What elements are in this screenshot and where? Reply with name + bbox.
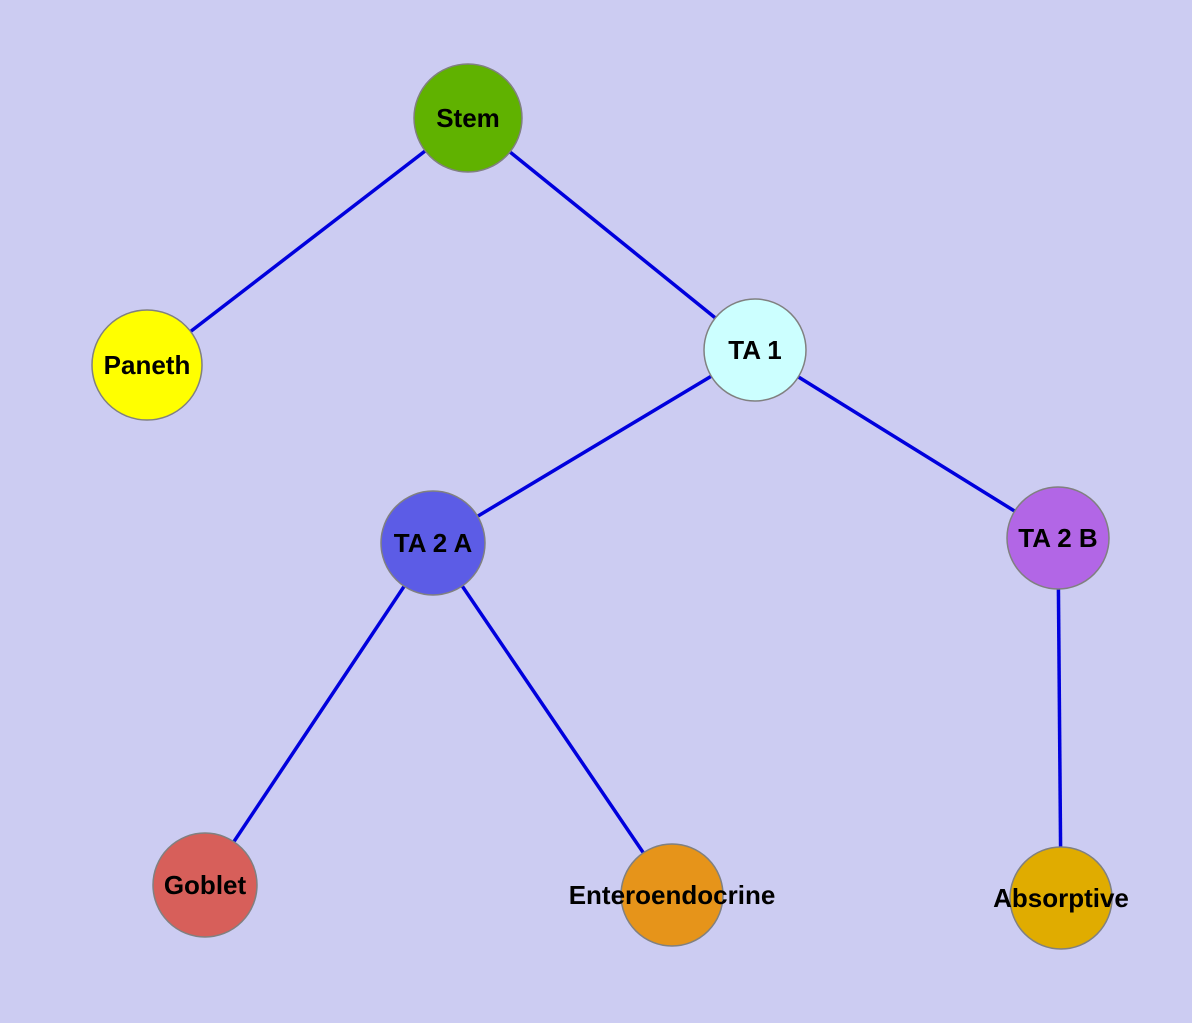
stem-label: Stem [436, 103, 500, 133]
goblet-circle [152, 832, 258, 938]
node-ta1: TA 1 [703, 298, 807, 402]
stem-circle [413, 63, 523, 173]
node-ta2b: TA 2 B [1006, 486, 1110, 590]
edge-ta2a-goblet [203, 542, 435, 886]
edge-stem-ta1 [466, 116, 757, 352]
paneth-circle [91, 309, 203, 421]
edge-layer [145, 116, 1063, 899]
node-paneth: Paneth [91, 309, 203, 421]
enteroendocrine-circle [620, 843, 724, 947]
goblet-label: Goblet [164, 870, 247, 900]
ta2b-circle [1006, 486, 1110, 590]
edge-ta2b-absorptive [1056, 537, 1063, 899]
node-ta2a: TA 2 A [380, 490, 486, 596]
edge-ta1-ta2a [432, 348, 756, 545]
node-absorptive: Absorptive [993, 846, 1129, 950]
node-goblet: Goblet [152, 832, 258, 938]
node-stem: Stem [413, 63, 523, 173]
ta2a-label: TA 2 A [394, 528, 473, 558]
ta1-label: TA 1 [728, 335, 781, 365]
ta2b-label: TA 2 B [1018, 523, 1097, 553]
edge-stem-paneth [145, 116, 470, 367]
absorptive-circle [1009, 846, 1113, 950]
edge-ta1-ta2b [754, 348, 1059, 540]
paneth-label: Paneth [104, 350, 191, 380]
edge-ta2a-enteroendocrine [431, 542, 674, 896]
node-enteroendocrine: Enteroendocrine [569, 843, 776, 947]
absorptive-label: Absorptive [993, 883, 1129, 913]
enteroendocrine-label: Enteroendocrine [569, 880, 776, 910]
ta2a-circle [380, 490, 486, 596]
ta1-circle [703, 298, 807, 402]
